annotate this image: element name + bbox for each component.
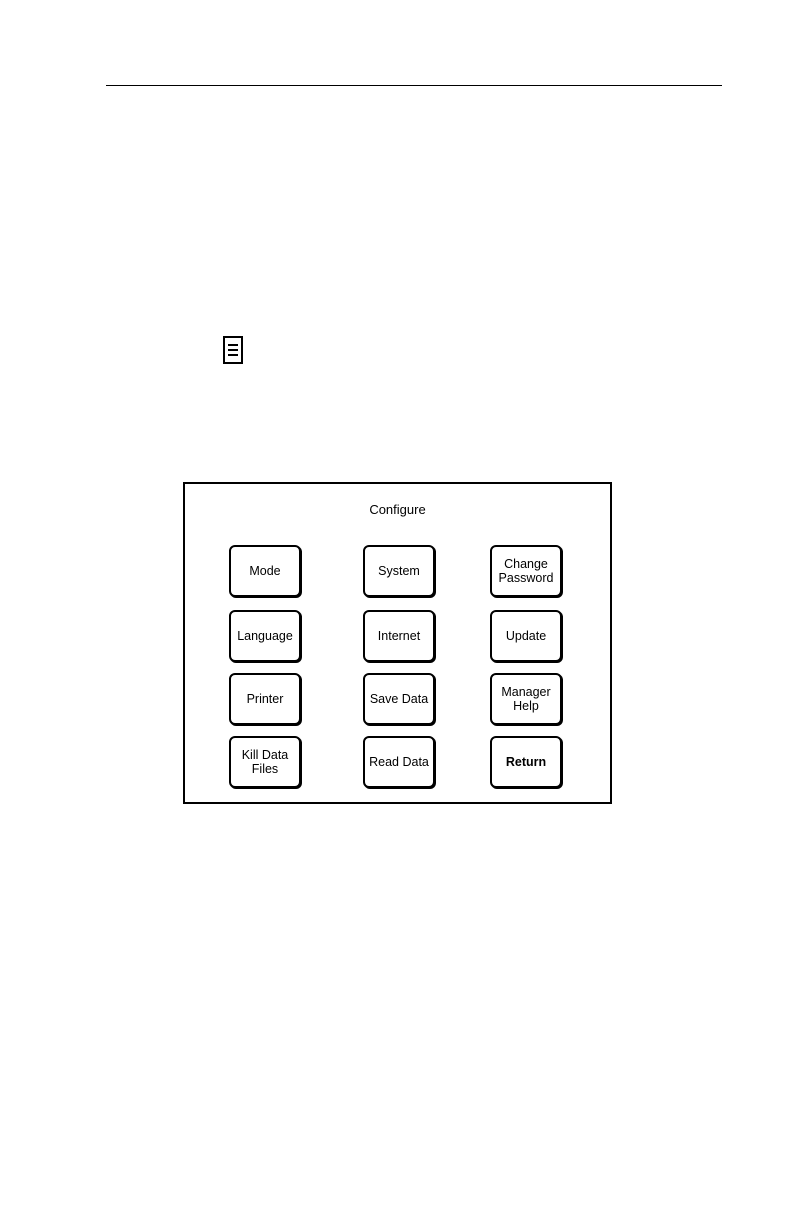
configure-dialog: Configure Mode System Change Password La… <box>183 482 612 804</box>
return-button[interactable]: Return <box>490 736 562 788</box>
printer-button[interactable]: Printer <box>229 673 301 725</box>
save-data-button[interactable]: Save Data <box>363 673 435 725</box>
header-rule <box>106 85 722 86</box>
kill-data-files-button[interactable]: Kill Data Files <box>229 736 301 788</box>
menu-icon <box>223 336 243 364</box>
system-button[interactable]: System <box>363 545 435 597</box>
manager-help-button[interactable]: Manager Help <box>490 673 562 725</box>
update-button[interactable]: Update <box>490 610 562 662</box>
internet-button[interactable]: Internet <box>363 610 435 662</box>
menu-icon-line <box>228 349 238 351</box>
read-data-button[interactable]: Read Data <box>363 736 435 788</box>
change-password-button[interactable]: Change Password <box>490 545 562 597</box>
language-button[interactable]: Language <box>229 610 301 662</box>
menu-icon-line <box>228 344 238 346</box>
mode-button[interactable]: Mode <box>229 545 301 597</box>
menu-icon-line <box>228 354 238 356</box>
dialog-title: Configure <box>185 502 610 517</box>
